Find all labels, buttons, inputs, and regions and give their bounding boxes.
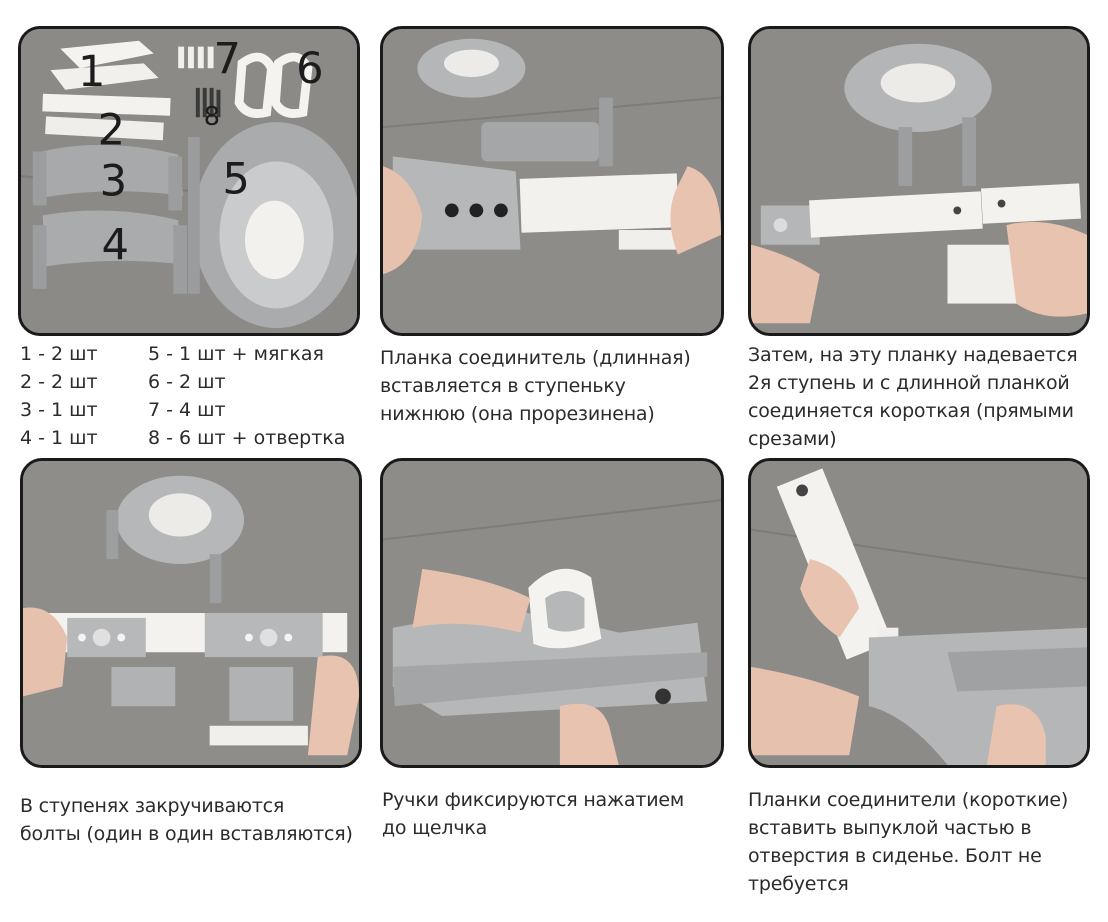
part-label-8: 8 xyxy=(204,102,220,132)
photo-step-6 xyxy=(748,458,1090,768)
parts-list-item: 8 - 6 шт + отвертка xyxy=(148,427,346,449)
parts-list-left: 1 - 2 шт 2 - 2 шт 3 - 1 шт 4 - 1 шт xyxy=(20,340,98,452)
part-label-4: 4 xyxy=(102,220,129,270)
caption-line: вставить выпуклой частью в xyxy=(748,817,1032,839)
caption-line: нижнюю (она прорезинена) xyxy=(380,403,655,425)
step-3-illustration xyxy=(751,29,1087,333)
caption-step-2: Планка соединитель (длинная) вставляется… xyxy=(380,344,691,428)
part-label-1: 1 xyxy=(78,47,105,97)
photo-step-3 xyxy=(748,26,1090,336)
photo-step-4 xyxy=(20,458,362,768)
photo-step-2 xyxy=(380,26,724,336)
step-4-illustration xyxy=(23,461,359,765)
caption-line: Затем, на эту планку надевается xyxy=(748,344,1078,366)
parts-list-item: 6 - 2 шт xyxy=(148,371,226,393)
parts-list-item: 7 - 4 шт xyxy=(148,399,226,421)
caption-line: отверстия в сиденье. Болт не xyxy=(748,845,1042,867)
parts-list-item: 5 - 1 шт + мягкая xyxy=(148,343,324,365)
caption-line: Планки соединители (короткие) xyxy=(748,789,1069,811)
caption-line: срезами) xyxy=(748,428,837,450)
caption-line: 2я ступень и с длинной планкой xyxy=(748,372,1070,394)
photo-step-5 xyxy=(380,458,724,768)
caption-step-5: Ручки фиксируются нажатием до щелчка xyxy=(382,786,684,842)
caption-line: болты (один в один вставляются) xyxy=(20,823,353,845)
parts-list-item: 2 - 2 шт xyxy=(20,371,98,393)
caption-step-6: Планки соединители (короткие) вставить в… xyxy=(748,786,1068,898)
caption-step-3: Затем, на эту планку надевается 2я ступе… xyxy=(748,341,1078,453)
part-label-5: 5 xyxy=(222,155,249,205)
photo-parts-overview: 1 2 3 4 5 6 7 8 xyxy=(18,26,360,336)
caption-line: вставляется в ступеньку xyxy=(380,375,626,397)
parts-illustration: 1 2 3 4 5 6 7 8 xyxy=(21,29,357,333)
part-label-6: 6 xyxy=(296,44,323,94)
step-2-illustration xyxy=(383,29,721,333)
parts-list-right: 5 - 1 шт + мягкая 6 - 2 шт 7 - 4 шт 8 - … xyxy=(148,340,345,452)
caption-line: соединяется короткая (прямыми xyxy=(748,400,1074,422)
caption-line: требуется xyxy=(748,873,849,895)
part-label-3: 3 xyxy=(100,157,127,207)
caption-line: В ступенях закручиваются xyxy=(20,795,285,817)
caption-step-4: В ступенях закручиваются болты (один в о… xyxy=(20,792,353,848)
step-5-illustration xyxy=(383,461,721,765)
parts-list-item: 1 - 2 шт xyxy=(20,343,98,365)
part-label-2: 2 xyxy=(98,106,125,156)
part-label-7: 7 xyxy=(214,34,241,84)
parts-list-item: 4 - 1 шт xyxy=(20,427,98,449)
caption-line: Планка соединитель (длинная) xyxy=(380,347,691,369)
caption-line: до щелчка xyxy=(382,817,488,839)
parts-list-item: 3 - 1 шт xyxy=(20,399,98,421)
caption-line: Ручки фиксируются нажатием xyxy=(382,789,685,811)
step-6-illustration xyxy=(751,461,1087,765)
